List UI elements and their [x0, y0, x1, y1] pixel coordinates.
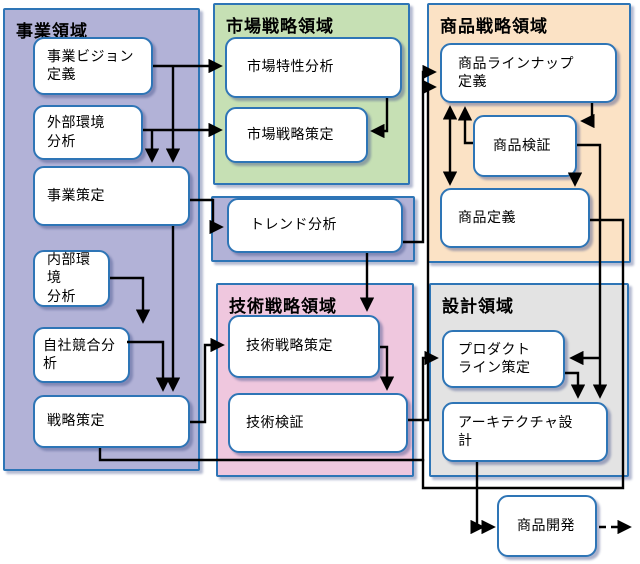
node-external-env: 外部環境 分析 — [33, 105, 143, 160]
node-market-strategy: 市場戦略策定 — [225, 107, 368, 163]
node-trend-analysis: トレンド分析 — [227, 198, 403, 253]
node-tech-strategy: 技術戦略策定 — [228, 315, 380, 378]
node-business-plan: 事業策定 — [33, 166, 190, 226]
node-product-verify: 商品検証 — [473, 115, 577, 177]
node-product-lineup: 商品ラインナップ 定義 — [440, 43, 617, 103]
region-product-title: 商品戦略領域 — [440, 17, 548, 37]
node-strategy-plan: 戦略策定 — [33, 395, 190, 448]
region-design-title: 設計領域 — [442, 297, 514, 317]
region-market-title: 市場戦略領域 — [226, 17, 334, 37]
node-internal-env: 内部環境 分析 — [33, 250, 110, 307]
node-market-analysis: 市場特性分析 — [225, 37, 402, 98]
node-product-line-plan: プロダクト ライン策定 — [442, 330, 565, 388]
node-business-vision: 事業ビジョン 定義 — [33, 37, 153, 95]
node-competitor-analysis: 自社競合分析 — [33, 327, 130, 383]
node-tech-verify: 技術検証 — [228, 393, 408, 453]
region-tech-title: 技術戦略領域 — [229, 297, 337, 317]
node-product-definition: 商品定義 — [440, 188, 590, 248]
node-architecture-design: アーキテクチャ設 計 — [442, 402, 608, 462]
node-product-development: 商品開発 — [497, 495, 597, 557]
